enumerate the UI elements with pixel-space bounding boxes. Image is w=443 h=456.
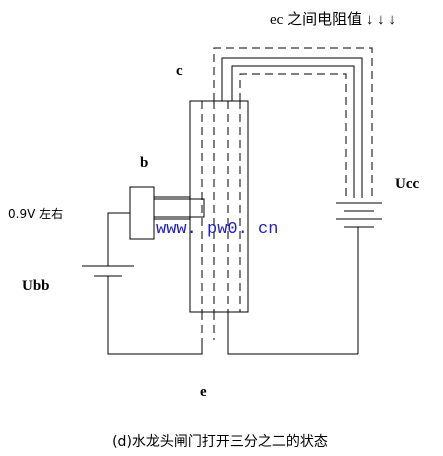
emitter-return-wire — [227, 312, 358, 355]
diagram-title: ec 之间电阻值 ↓ ↓ ↓ — [270, 11, 396, 28]
ubb-battery — [82, 212, 203, 355]
emitter-lead — [201, 312, 215, 340]
figure-caption: (d)水龙头闸门打开三分之二的状态 — [112, 433, 328, 450]
transistor-body — [189, 100, 249, 313]
base-gate — [129, 186, 205, 240]
collector-pipe — [213, 47, 373, 198]
base-label: b — [140, 155, 148, 171]
watermark: www. pw0. cn — [156, 220, 278, 239]
ubb-label: Ubb — [22, 278, 50, 294]
collector-label: c — [176, 63, 183, 79]
ucc-label: Ucc — [395, 176, 419, 192]
base-voltage-label: 0.9V 左右 — [8, 206, 63, 221]
emitter-label: e — [200, 384, 207, 400]
ucc-battery — [336, 202, 382, 354]
